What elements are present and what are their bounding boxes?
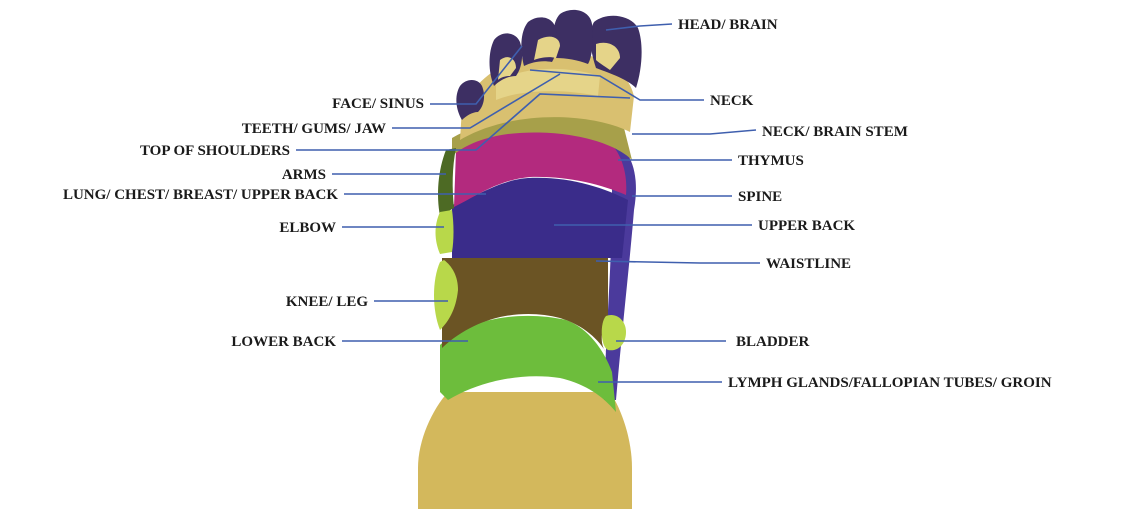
- label-face-sinus: FACE/ SINUS: [332, 96, 424, 112]
- arm-zone: [438, 148, 456, 216]
- right-labels: HEAD/ BRAIN NECK NECK/ BRAIN STEM THYMUS…: [678, 17, 1052, 391]
- label-thymus: THYMUS: [738, 153, 804, 169]
- label-elbow: ELBOW: [279, 220, 336, 236]
- label-neck: NECK: [710, 93, 754, 109]
- heel-zone: [418, 392, 632, 509]
- label-upper-back: UPPER BACK: [758, 218, 855, 234]
- label-lymph: LYMPH GLANDS/FALLOPIAN TUBES/ GROIN: [728, 375, 1052, 391]
- second-toe: [553, 10, 592, 64]
- label-lung-chest: LUNG/ CHEST/ BREAST/ UPPER BACK: [63, 187, 338, 203]
- label-head-brain: HEAD/ BRAIN: [678, 17, 778, 33]
- neck-brain-stem-leader: [632, 130, 756, 134]
- label-knee-leg: KNEE/ LEG: [286, 294, 368, 310]
- label-spine: SPINE: [738, 189, 782, 205]
- label-bladder: BLADDER: [736, 334, 810, 350]
- label-arms: ARMS: [282, 167, 326, 183]
- foot-illustration: [418, 10, 642, 509]
- label-neck-brain-stem: NECK/ BRAIN STEM: [762, 124, 908, 140]
- left-labels: FACE/ SINUS TEETH/ GUMS/ JAW TOP OF SHOU…: [63, 96, 424, 350]
- label-top-of-shoulders: TOP OF SHOULDERS: [140, 143, 290, 159]
- elbow-zone: [436, 210, 454, 254]
- label-teeth-gums-jaw: TEETH/ GUMS/ JAW: [242, 121, 386, 137]
- label-waistline: WAISTLINE: [766, 256, 851, 272]
- label-lower-back: LOWER BACK: [231, 334, 336, 350]
